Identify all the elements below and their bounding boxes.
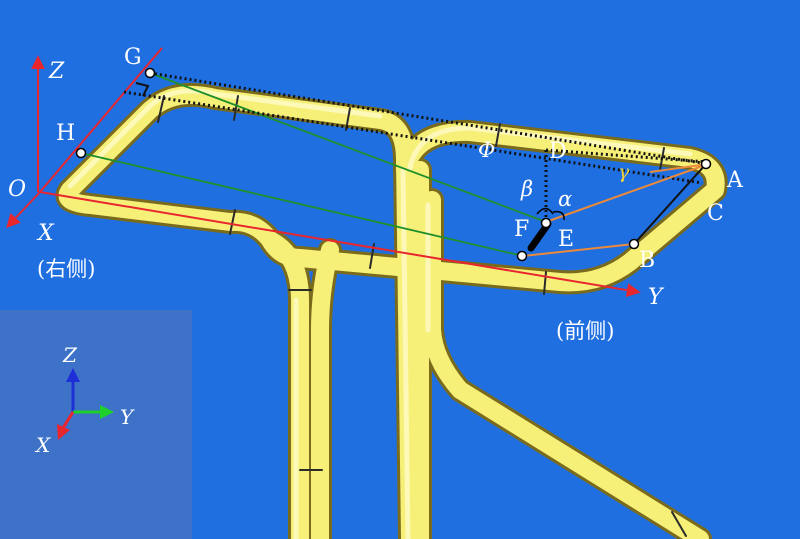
label-b: B [639,248,655,273]
label-d: D [549,139,567,164]
point-b [628,238,640,250]
angle-arc-alpha [552,210,565,221]
point-markers [75,67,712,262]
dotted-lines [123,71,709,222]
axis-label-z: Z [48,59,65,84]
label-f: F [514,217,529,242]
point-g [144,67,156,79]
label-e: E [558,227,574,252]
label-c: C [707,201,724,226]
coordinate-axes [6,47,641,298]
label-a: A [726,168,744,193]
axis-label-y: Y [648,285,665,310]
x-axis [6,191,41,229]
axis-label-x: X [36,221,55,246]
label-h: H [56,121,75,146]
angle-label-beta: β [520,177,533,201]
right-angle-marker [135,82,150,97]
point-h [75,147,87,159]
tube-frame [55,82,728,539]
angle-arc-beta [536,207,554,215]
y-axis [39,191,641,298]
triad-panel [0,310,192,539]
orientation-triad: Z Y X [0,310,192,539]
link-ac [633,163,707,245]
label-o: O [8,177,26,202]
green-lines [80,72,547,257]
x-extension-line [39,47,163,193]
triad-label-y: Y [120,405,135,429]
angle-label-gamma: γ [618,161,630,183]
triad-label-z: Z [62,343,78,367]
angle-label-alpha: α [558,187,572,211]
angle-label-phi: Φ [478,138,495,162]
orange-lines [522,163,709,257]
point-a [700,158,712,170]
side-label-right: (右侧) [37,257,95,281]
triad-label-x: X [34,433,51,457]
label-g: G [124,45,142,70]
point-e [540,217,552,229]
side-label-front: (前侧) [556,319,614,343]
point-f [516,250,528,262]
